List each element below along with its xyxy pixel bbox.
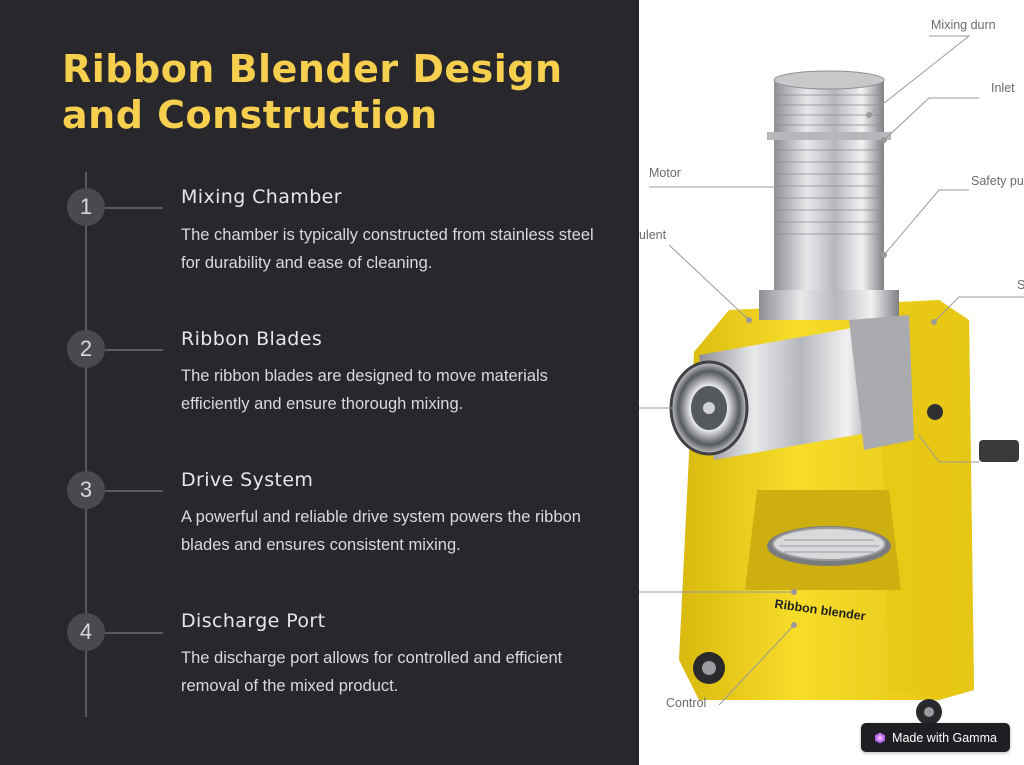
step-number-badge: 3 bbox=[67, 471, 105, 509]
step-number-badge: 1 bbox=[67, 188, 105, 226]
step-connector bbox=[105, 207, 163, 209]
step-description: The chamber is typically constructed fro… bbox=[181, 226, 594, 272]
timeline-line bbox=[85, 172, 87, 717]
callout-inlet: Inlet bbox=[991, 81, 1015, 95]
content-panel: Ribbon Blender Design and Construction 1… bbox=[62, 47, 594, 717]
step-title: Discharge Port bbox=[181, 610, 326, 632]
gamma-logo-icon bbox=[875, 732, 886, 743]
step-description: The discharge port allows for controlled… bbox=[181, 649, 563, 695]
step-connector bbox=[105, 632, 163, 634]
mixing-drum bbox=[774, 80, 884, 300]
step-description: A powerful and reliable drive system pow… bbox=[181, 508, 581, 554]
step-number-badge: 2 bbox=[67, 330, 105, 368]
step-description: The ribbon blades are designed to move m… bbox=[181, 367, 548, 413]
callout-safety: Safety pu bbox=[971, 174, 1024, 188]
made-with-gamma-badge[interactable]: Made with Gamma bbox=[861, 723, 1010, 752]
step-connector bbox=[105, 490, 163, 492]
step-number-badge: 4 bbox=[67, 613, 105, 651]
step-title: Drive System bbox=[181, 469, 314, 491]
step-title: Ribbon Blades bbox=[181, 328, 323, 350]
callout-mixing-drum: Mixing durn bbox=[931, 18, 996, 32]
callout-control: Control bbox=[666, 696, 707, 710]
step-connector bbox=[105, 349, 163, 351]
badge-label: Made with Gamma bbox=[892, 730, 997, 745]
ribbon-blender-illustration: Ribbon blender bbox=[639, 35, 1024, 725]
callout-motor: Motor bbox=[649, 166, 681, 180]
step-title: Mixing Chamber bbox=[181, 186, 342, 208]
callout-s: S bbox=[1017, 278, 1024, 292]
page-title: Ribbon Blender Design and Construction bbox=[62, 47, 563, 137]
callout-ulent: ulent bbox=[639, 228, 667, 242]
ribbon-blender-image: Ribbon blender bbox=[639, 0, 1024, 765]
